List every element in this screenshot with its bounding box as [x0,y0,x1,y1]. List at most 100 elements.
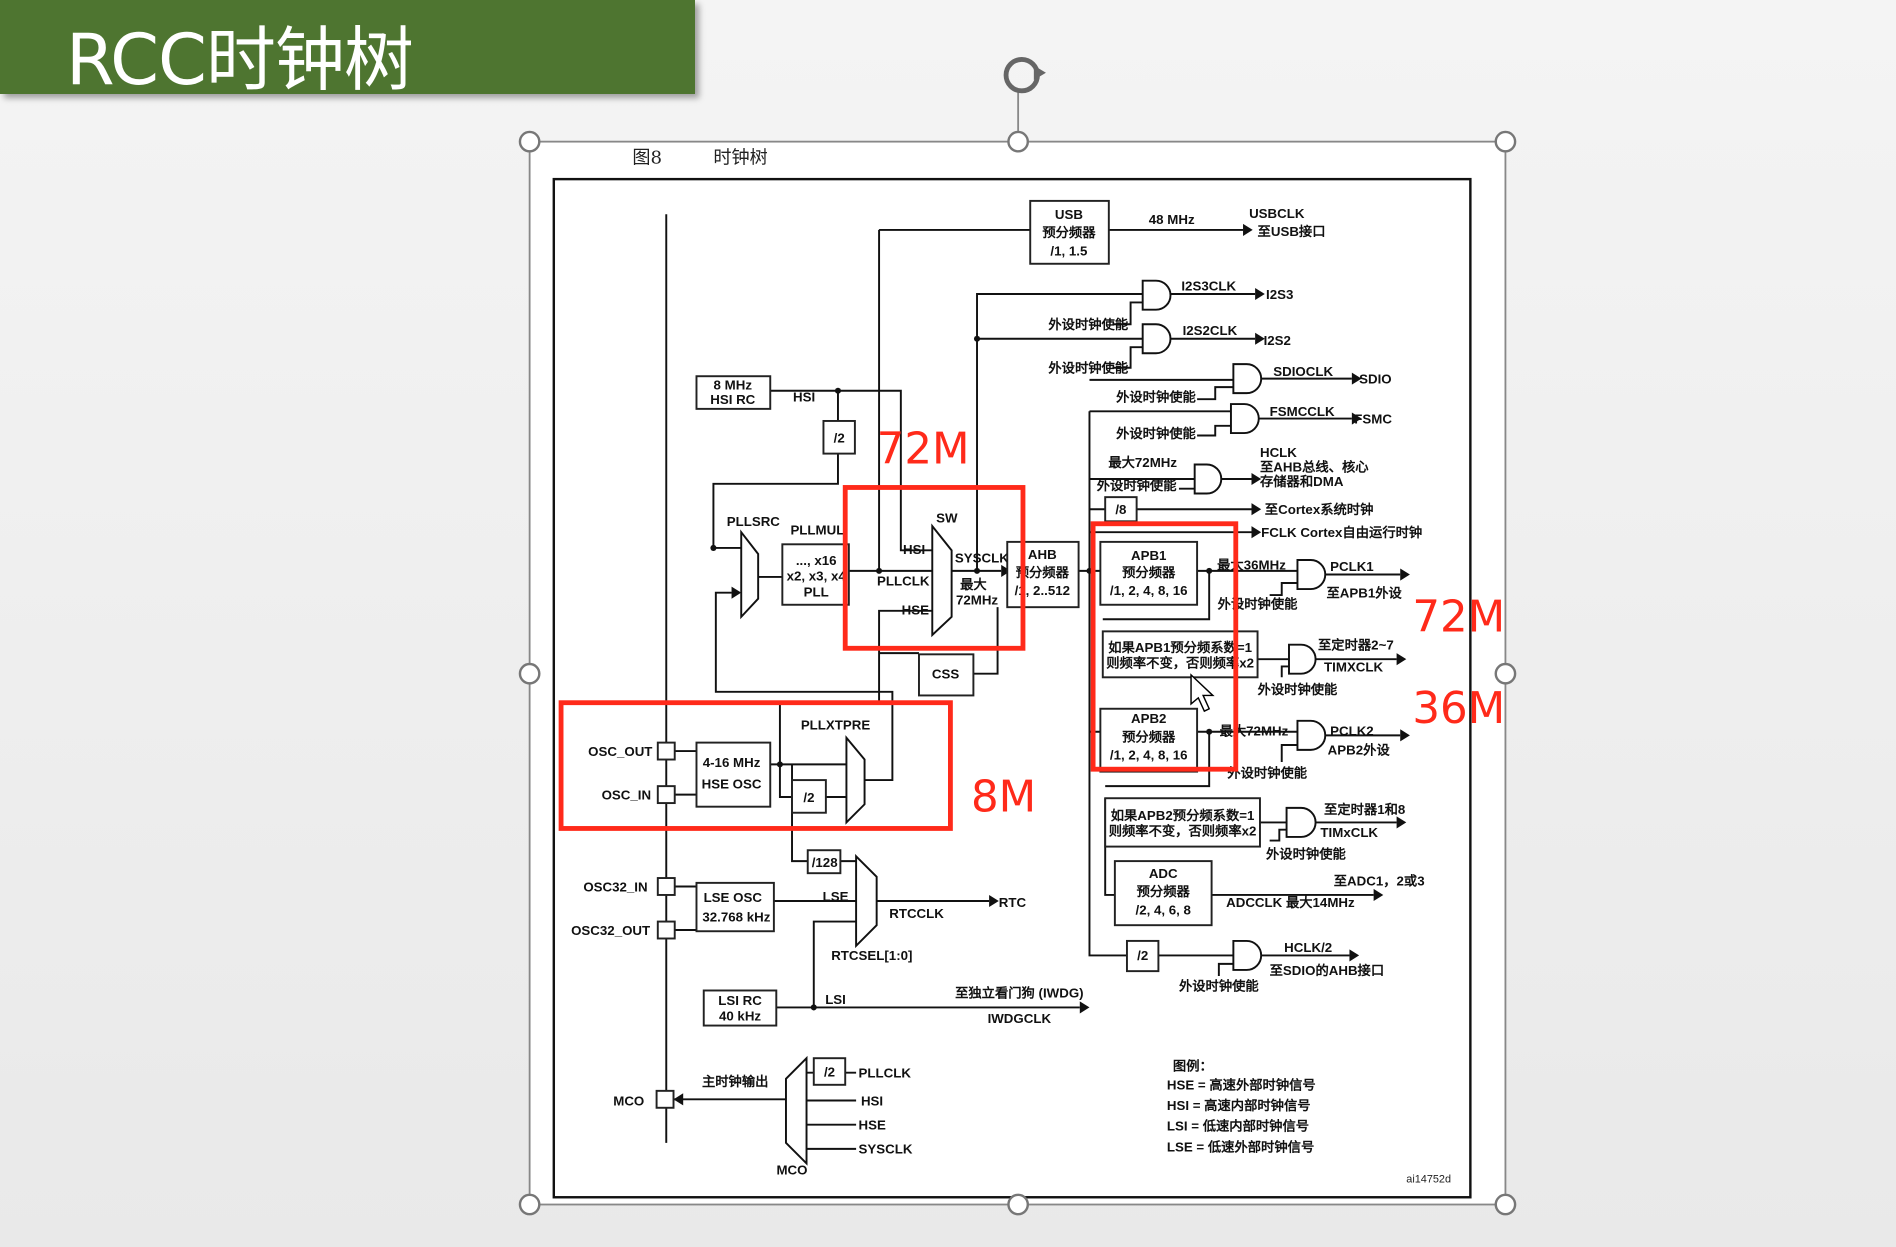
resize-handle[interactable] [1494,1193,1517,1216]
svg-text:IWDGCLK: IWDGCLK [988,1011,1052,1026]
resize-handle[interactable] [1494,662,1517,685]
resize-handle[interactable] [1494,130,1517,153]
svg-text:至APB1外设: 至APB1外设 [1326,585,1402,601]
usb-freq: 48 MHz [1149,212,1195,227]
svg-text:72MHz: 72MHz [956,593,998,608]
svg-text:至定时器2~7: 至定时器2~7 [1318,636,1394,652]
svg-text:外设时钟使能: 外设时钟使能 [1227,765,1307,781]
svg-text:LSI: LSI [825,992,846,1007]
resize-handle[interactable] [518,130,541,153]
svg-text:则频率不变，否则频率x2: 则频率不变，否则频率x2 [1109,823,1257,839]
svg-text:如果APB1预分频系数=1: 如果APB1预分频系数=1 [1108,639,1252,655]
resize-handle[interactable] [518,662,541,685]
svg-text:最大72MHz: 最大72MHz [1108,454,1177,470]
svg-text:HCLK: HCLK [1260,445,1297,460]
slide-title: RCC时钟树 [66,19,414,101]
resize-handle[interactable] [1007,130,1030,153]
svg-text:HSI = 高速内部时钟信号: HSI = 高速内部时钟信号 [1167,1097,1311,1113]
figure-title: 时钟树 [713,147,767,168]
hsi-div2-box [822,419,856,455]
svg-text:OSC32_IN: OSC32_IN [583,879,647,894]
image-background [529,141,1506,1205]
svg-text:/2: /2 [1137,948,1148,963]
svg-text:ADCCLK 最大14MHz: ADCCLK 最大14MHz [1226,894,1355,910]
svg-text:预分频器: 预分频器 [1122,728,1176,744]
svg-text:PLLCLK: PLLCLK [877,573,930,588]
svg-text:4-16 MHz: 4-16 MHz [703,755,761,770]
annotation-sysclk: 72M [877,424,970,474]
svg-text:40 kHz: 40 kHz [719,1009,761,1024]
svg-text:LSE OSC: LSE OSC [704,890,763,905]
svg-text:LSE: LSE [823,889,849,904]
svg-text:HSE = 高速外部时钟信号: HSE = 高速外部时钟信号 [1167,1077,1316,1093]
svg-text:/8: /8 [1115,502,1126,517]
css-box: CSS [918,653,975,697]
svg-text:PLLCLK: PLLCLK [859,1066,912,1081]
svg-text:/128: /128 [812,855,838,870]
svg-text:AHB: AHB [1028,547,1057,562]
svg-text:HSE: HSE [902,602,929,617]
svg-text:I2S2: I2S2 [1264,333,1291,348]
svg-text:预分频器: 预分频器 [1122,564,1176,580]
svg-text:RTC: RTC [999,895,1027,910]
svg-text:至Cortex系统时钟: 至Cortex系统时钟 [1265,501,1374,517]
svg-text:最大: 最大 [960,576,987,592]
selection-frame[interactable] [518,56,1517,1216]
svg-text:至独立看门狗 (IWDG): 至独立看门狗 (IWDG) [955,985,1084,1001]
usbclk-label: USBCLK [1249,206,1305,221]
svg-text:ADC: ADC [1149,866,1178,881]
pllmul-label: PLLMUL [790,523,844,538]
svg-text:APB2外设: APB2外设 [1328,742,1391,758]
resize-handle[interactable] [518,1193,541,1216]
svg-text:TIMxCLK: TIMxCLK [1320,825,1378,840]
svg-text:PLLXTPRE: PLLXTPRE [801,717,871,732]
svg-text:HSI: HSI [903,542,925,557]
svg-text:外设时钟使能: 外设时钟使能 [1116,389,1196,405]
pllsrc-label: PLLSRC [727,514,781,529]
svg-text:RTCCLK: RTCCLK [889,906,944,921]
svg-text:最大36MHz: 最大36MHz [1217,557,1286,573]
svg-text:外设时钟使能: 外设时钟使能 [1179,977,1259,993]
hsi-div2: /2 [834,431,845,446]
svg-text:FCLK Cortex自由运行时钟: FCLK Cortex自由运行时钟 [1261,524,1422,540]
figure-number: 图8 [632,147,662,168]
svg-text:SDIOCLK: SDIOCLK [1273,364,1333,379]
and-gates [1141,279,1327,971]
svg-text:至SDIO的AHB接口: 至SDIO的AHB接口 [1270,962,1385,978]
svg-text:SDIO: SDIO [1359,371,1392,386]
svg-text:32.768 kHz: 32.768 kHz [702,910,770,925]
svg-text:APB2: APB2 [1131,711,1166,726]
svg-text:外设时钟使能: 外设时钟使能 [1116,425,1196,441]
svg-text:图例：: 图例： [1173,1057,1213,1073]
svg-text:I2S2CLK: I2S2CLK [1183,323,1238,338]
annotation-apb1: 36M [1412,684,1505,734]
svg-text:/1, 2, 4, 8, 16: /1, 2, 4, 8, 16 [1110,748,1188,763]
mouse-cursor-icon [1190,673,1215,713]
svg-text:MCO: MCO [613,1093,644,1108]
rotate-handle-icon[interactable] [1003,56,1046,94]
svg-text:HCLK/2: HCLK/2 [1284,940,1332,955]
svg-text:外设时钟使能: 外设时钟使能 [1266,846,1346,862]
svg-text:USB: USB [1055,207,1083,222]
annotation-hse: 8M [971,773,1036,823]
resize-handle[interactable] [1007,1193,1030,1216]
svg-text:主时钟输出: 主时钟输出 [702,1073,768,1089]
usb-dest: 至USB接口 [1258,223,1326,239]
multiplexers [740,523,953,1166]
svg-text:/2: /2 [803,790,814,805]
svg-text:外设时钟使能: 外设时钟使能 [1097,477,1177,493]
svg-text:外设时钟使能: 外设时钟使能 [1048,360,1128,376]
svg-text:PCLK2: PCLK2 [1330,723,1374,738]
svg-text:FSMCCLK: FSMCCLK [1270,404,1335,419]
svg-text:APB1: APB1 [1131,548,1167,563]
svg-text:/2: /2 [824,1064,835,1079]
svg-text:至定时器1和8: 至定时器1和8 [1324,801,1405,817]
svg-text:TIMXCLK: TIMXCLK [1324,659,1383,674]
